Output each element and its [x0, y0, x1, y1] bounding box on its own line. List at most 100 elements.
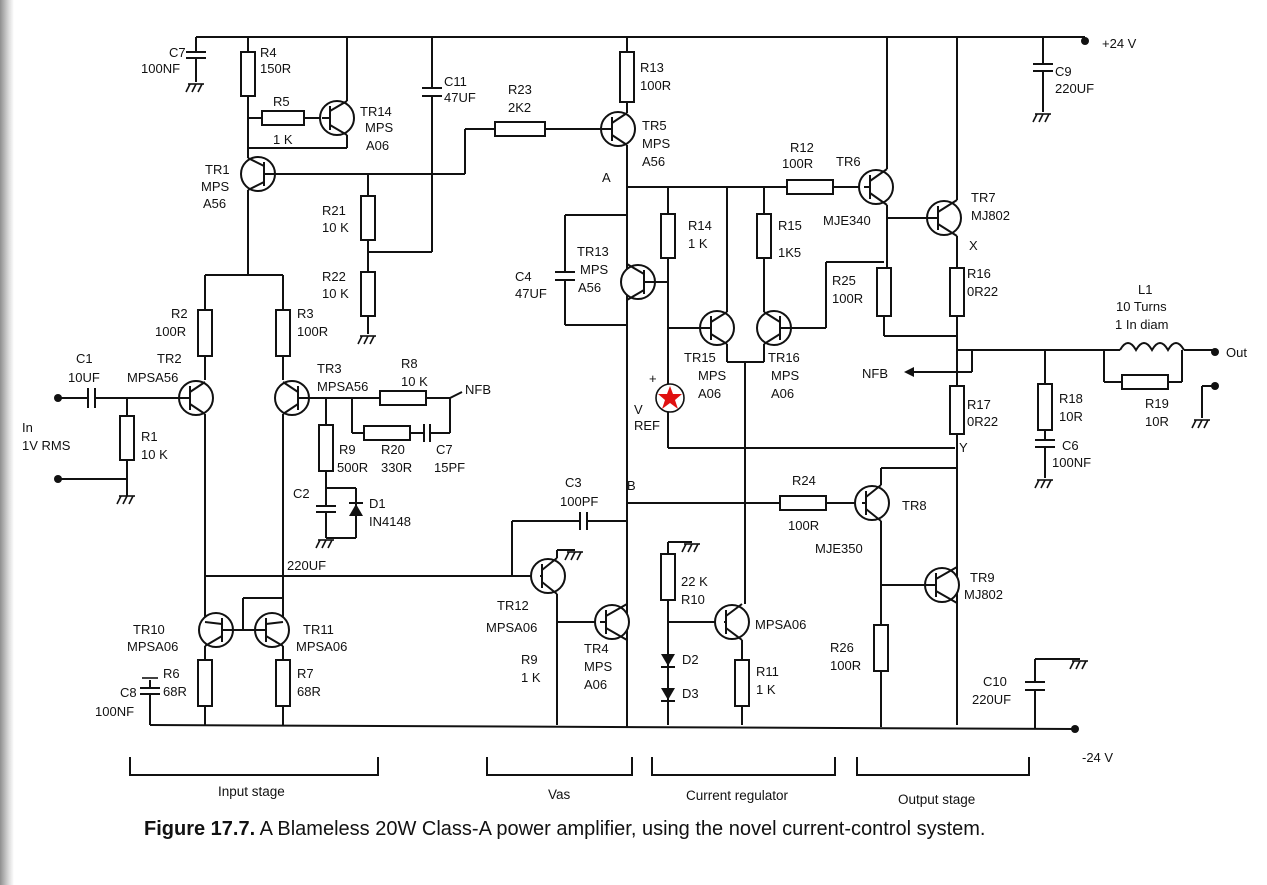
r17-value: 0R22 [967, 414, 998, 429]
l1-ref: L1 [1138, 282, 1152, 297]
tr10-value: MPSA06 [127, 639, 178, 654]
resistor-r13 [619, 51, 635, 103]
resistor-r18 [1037, 383, 1053, 431]
r7-ref: R7 [297, 666, 314, 681]
r14-ref: R14 [688, 218, 712, 233]
negative-rail [149, 724, 1076, 730]
resistor-r3 [275, 309, 291, 357]
c9-ref: C9 [1055, 64, 1072, 79]
resistor-r7 [275, 659, 291, 707]
tr9-ref: TR9 [970, 570, 995, 585]
tr16-ref: TR16 [768, 350, 800, 365]
tr15-ref: TR15 [684, 350, 716, 365]
r20-value: 330R [381, 460, 412, 475]
c10-value: 220UF [972, 692, 1011, 707]
tr15-line1: MPS [698, 368, 727, 383]
resistor-r6 [197, 659, 213, 707]
c7-ref: C7 [169, 45, 186, 60]
d3-ref: D3 [682, 686, 699, 701]
tr11-value: MPSA06 [296, 639, 347, 654]
tr13-line1: MPS [580, 262, 609, 277]
r18-value: 10R [1059, 409, 1083, 424]
output-stage-circuit [779, 37, 1219, 728]
tr4-line1: MPS [584, 659, 613, 674]
r1-value: 10 K [141, 447, 168, 462]
vas-circuit [511, 37, 787, 728]
r5-ref: R5 [273, 94, 290, 109]
c11-ref: C11 [444, 74, 467, 89]
resistor-r4 [240, 51, 256, 97]
r12-ref: R12 [790, 140, 814, 155]
red-star-marker [655, 383, 685, 413]
resistor-r5 [261, 110, 305, 126]
c3-ref: C3 [565, 475, 582, 490]
amplifier-schematic: +24 V -24 V In 1V RMS Out A B X Y NFB NF… [22, 36, 1247, 807]
r3-ref: R3 [297, 306, 314, 321]
tr1-line1: MPS [201, 179, 230, 194]
c6-value: 100NF [1052, 455, 1091, 470]
resistor-r12 [786, 179, 834, 195]
resistor-r24 [779, 495, 827, 511]
d2-ref: D2 [682, 652, 699, 667]
r22-value: 10 K [322, 286, 349, 301]
tr12-value: MPSA06 [486, 620, 537, 635]
r6-ref: R6 [163, 666, 180, 681]
r19-ref: R19 [1145, 396, 1169, 411]
figure-caption: Figure 17.7. A Blameless 20W Class-A pow… [144, 818, 1254, 841]
tr11-ref: TR11 [303, 622, 334, 637]
stage-brackets [129, 757, 1030, 776]
c7-feedback-value: 15PF [434, 460, 465, 475]
supply-rails [149, 36, 1089, 733]
resistor-r16 [949, 267, 965, 317]
tr1-ref: TR1 [205, 162, 230, 177]
labels: +24 V -24 V In 1V RMS Out A B X Y NFB NF… [22, 36, 1247, 807]
figure-label: Figure 17.7. [144, 818, 256, 840]
bracket-output-stage [856, 757, 1030, 776]
tr5-line1: MPS [642, 136, 671, 151]
r6-value: 68R [163, 684, 187, 699]
r12-value: 100R [782, 156, 813, 171]
c2-value: 220UF [287, 558, 326, 573]
r8-value: 10 K [401, 374, 428, 389]
r15-ref: R15 [778, 218, 802, 233]
r25-ref: R25 [832, 273, 856, 288]
resistor-r20 [363, 425, 411, 441]
r9-feedback-ref: R9 [339, 442, 356, 457]
r11-value: 1 K [756, 682, 776, 697]
resistor-r23 [494, 121, 546, 137]
bracket-current-regulator [651, 757, 836, 776]
c6-ref: C6 [1062, 438, 1079, 453]
r2-value: 100R [155, 324, 186, 339]
r24-ref: R24 [792, 473, 816, 488]
resistor-r9-feedback [318, 424, 334, 472]
r1-ref: R1 [141, 429, 158, 444]
r8-ref: R8 [401, 356, 418, 371]
resistor-r22 [360, 271, 376, 317]
r2-ref: R2 [171, 306, 188, 321]
label-current-regulator: Current regulator [686, 788, 789, 803]
r26-ref: R26 [830, 640, 854, 655]
tr8-ref: TR8 [902, 498, 927, 513]
label-ref: REF [634, 418, 660, 433]
transistor-tr9 [924, 567, 960, 603]
r24-value: 100R [788, 518, 819, 533]
d1-value: IN4148 [369, 514, 411, 529]
node-nfb-output: NFB [862, 366, 888, 381]
label-plus: + [649, 371, 657, 386]
tr6-ref: TR6 [836, 154, 861, 169]
resistor-r1 [119, 415, 135, 461]
tr5-ref: TR5 [642, 118, 667, 133]
r7-value: 68R [297, 684, 321, 699]
input-stage-circuit [54, 37, 600, 725]
r16-ref: R16 [967, 266, 991, 281]
bracket-vas [486, 757, 633, 776]
resistor-r26 [873, 624, 889, 672]
c8-ref: C8 [120, 685, 137, 700]
tr16-line1: MPS [771, 368, 800, 383]
label-v: V [634, 402, 643, 417]
r13-ref: R13 [640, 60, 664, 75]
l1-value2: 1 In diam [1115, 317, 1168, 332]
tr16-line2: A06 [771, 386, 794, 401]
node-b: B [627, 478, 636, 493]
c7-value: 100NF [141, 61, 180, 76]
